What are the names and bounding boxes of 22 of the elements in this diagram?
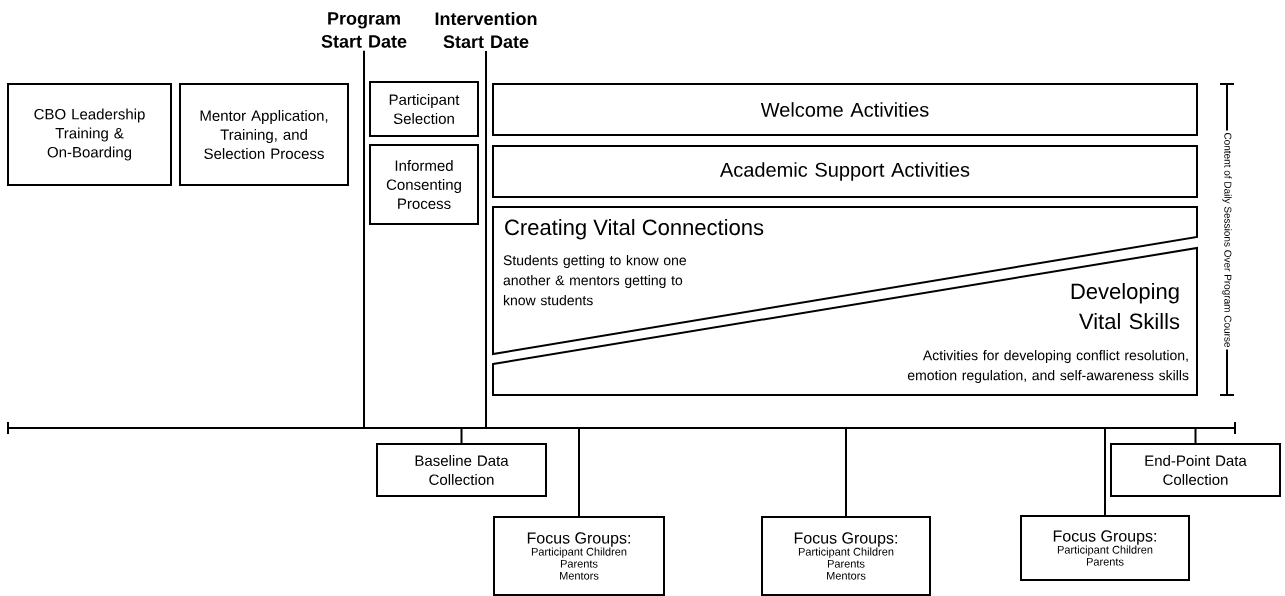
- connector-line: [845, 427, 847, 517]
- process-box: CBO Leadership Training & On-Boarding: [7, 83, 172, 186]
- data-collection-box: End-Point Data Collection: [1110, 443, 1281, 497]
- process-box: Participant Selection: [369, 81, 479, 137]
- activity-box: Academic Support Activities: [492, 145, 1198, 198]
- connector-line: [578, 427, 580, 517]
- process-box: Mentor Application, Training, and Selection Process: [179, 83, 349, 186]
- connector-line: [460, 427, 463, 444]
- connector-line: [1104, 427, 1106, 516]
- process-box: Informed Consenting Process: [369, 144, 479, 225]
- activity-box: Welcome Activities: [492, 83, 1198, 136]
- bracket-label: Content of Daily Sessions Over Program Course: [1220, 130, 1234, 350]
- date-line: [485, 50, 487, 429]
- connector-line: [1194, 427, 1197, 444]
- focus-group-box: Focus Groups: Participant Children Parents Mentors: [761, 516, 931, 596]
- date-line: [363, 49, 365, 429]
- date-label: Intervention Start Date: [435, 11, 537, 49]
- focus-group-box: Focus Groups: Participant Children Parents: [1020, 515, 1190, 581]
- date-label: Program Start Date: [321, 12, 407, 48]
- timeline: [7, 421, 1236, 435]
- focus-group-box: Focus Groups: Participant Children Parents Mentors: [493, 516, 665, 596]
- data-collection-box: Baseline Data Collection: [376, 443, 547, 497]
